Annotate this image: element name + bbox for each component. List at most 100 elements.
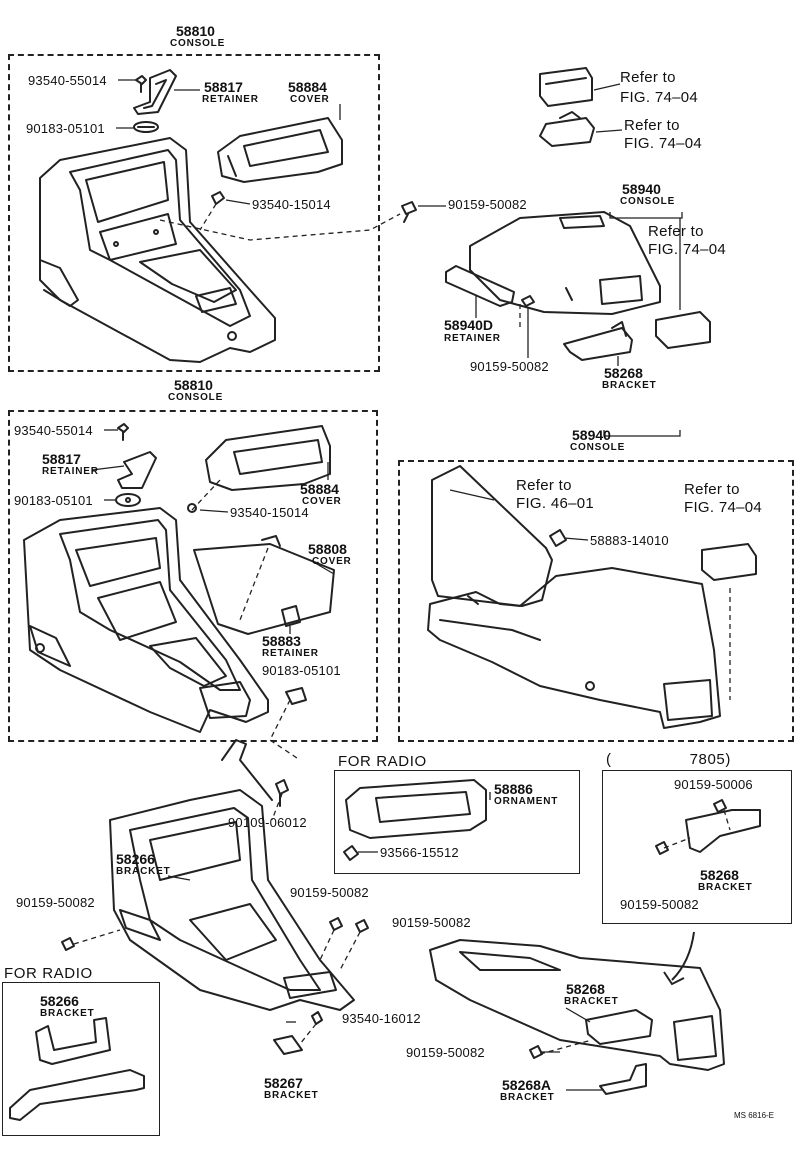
- refer-1-line1: Refer to: [620, 69, 676, 86]
- retainer-58817-mid-drawing: [117, 451, 157, 489]
- label-58266-name: BRACKET: [116, 866, 171, 877]
- label-90159-50082-c: 90159-50082: [620, 897, 699, 912]
- label-58884-name: COVER: [290, 94, 330, 105]
- screw-93566-15512-drawing: [343, 845, 359, 861]
- label-90109-06012: 90109-06012: [228, 815, 307, 830]
- label-m-58808-name: COVER: [312, 556, 352, 567]
- refer-3-line1: Refer to: [648, 223, 704, 240]
- bracket-58268-box-drawing: [685, 809, 761, 853]
- label-m-93540-55014: 93540-55014: [14, 423, 93, 438]
- label-58268A-name: BRACKET: [500, 1092, 555, 1103]
- label-58940D-name: RETAINER: [444, 333, 501, 344]
- label-93540-15014: 93540-15014: [252, 197, 331, 212]
- label-m-58817-name: RETAINER: [42, 466, 99, 477]
- bracket-58268-bottom-drawing: [585, 1009, 653, 1045]
- refer-74-line1: Refer to: [684, 481, 740, 498]
- bracket-58267-drawing: [273, 1035, 303, 1055]
- refer-part-4-drawing: [701, 543, 757, 581]
- label-m-93540-15014: 93540-15014: [230, 505, 309, 520]
- top-console-part-number: 58810: [176, 23, 215, 39]
- label-90159-50082-g: 90159-50082: [406, 1045, 485, 1060]
- label-93540-16012: 93540-16012: [342, 1011, 421, 1026]
- refer-74-line2: FIG. 74–04: [684, 499, 763, 516]
- screw-90159-50082-box: [655, 841, 669, 855]
- for-radio-heading-2: FOR RADIO: [4, 965, 93, 982]
- label-90159-50082-d: 90159-50082: [16, 895, 95, 910]
- cover-58884-top-drawing: [217, 117, 343, 183]
- refer-46-line1: Refer to: [516, 477, 572, 494]
- label-93566-15512: 93566-15512: [380, 845, 459, 860]
- label-m-58884-pn: 58884: [300, 481, 339, 497]
- label-58268-name-a: BRACKET: [602, 380, 657, 391]
- bracket-58268A-drawing: [599, 1063, 647, 1095]
- console-bottom-left-drawing: [109, 739, 355, 1011]
- screw-90159-50006-drawing: [713, 799, 727, 813]
- label-58266-pn: 58266: [116, 851, 155, 867]
- for-radio-bracket-box: [2, 982, 160, 1136]
- footer-code: MS 6816-E: [734, 1111, 775, 1120]
- screw-90159-50082-mid: [521, 295, 535, 307]
- retainer-58883-mid-drawing: [281, 605, 301, 627]
- label-58267-pn: 58267: [264, 1075, 303, 1091]
- range-heading: ( 7805): [606, 751, 731, 768]
- clip-58883-14010-drawing: [549, 529, 567, 547]
- label-m-90183-05101-b: 90183-05101: [262, 663, 341, 678]
- label-58268-name-box: BRACKET: [698, 882, 753, 893]
- ornament-58886-drawing: [345, 779, 487, 839]
- console-58810-top-drawing: [39, 137, 276, 363]
- label-58268A-pn: 58268A: [502, 1077, 552, 1093]
- screw-93540-55014-top: [135, 75, 147, 93]
- label-90159-50082-b: 90159-50082: [470, 359, 549, 374]
- retainer-58940D-drawing: [445, 265, 515, 307]
- label-90159-50006: 90159-50006: [674, 777, 753, 792]
- label-m-90183-05101: 90183-05101: [14, 493, 93, 508]
- label-58267-name: BRACKET: [264, 1090, 319, 1101]
- label-58268-pn-b: 58268: [566, 981, 605, 997]
- label-90159-50082-e: 90159-50082: [290, 885, 369, 900]
- label-m-58817-pn: 58817: [42, 451, 81, 467]
- label-58266-name-b: BRACKET: [40, 1008, 95, 1019]
- cover-58884-mid-drawing: [205, 425, 331, 491]
- screw-93540-15014-mid: [187, 503, 197, 513]
- mid-left-group-box: [8, 410, 378, 742]
- screw-90109-06012-drawing: [275, 779, 289, 807]
- refer-3-line2: FIG. 74–04: [648, 241, 727, 258]
- console-58810-mid-drawing: [23, 507, 269, 733]
- bracket-58268-top-drawing: [563, 321, 633, 361]
- label-90159-50082-a: 90159-50082: [448, 197, 527, 212]
- label-58268-name-b: BRACKET: [564, 996, 619, 1007]
- refer-2-line1: Refer to: [624, 117, 680, 134]
- label-58817-pn: 58817: [204, 79, 243, 95]
- console-58940-mid-drawing: [427, 465, 721, 729]
- refer-part-3-drawing: [655, 311, 711, 349]
- label-58883-14010: 58883-14010: [590, 533, 669, 548]
- screw-90159-50082-d: [329, 917, 343, 931]
- label-90159-50082-f: 90159-50082: [392, 915, 471, 930]
- refer-1-line2: FIG. 74–04: [620, 89, 699, 106]
- retainer-58817-top-drawing: [133, 69, 177, 115]
- label-58268-pn-box: 58268: [700, 867, 739, 883]
- refer-46-line2: FIG. 46–01: [516, 495, 595, 512]
- label-m-58883-name: RETAINER: [262, 648, 319, 659]
- refer-2-line2: FIG. 74–04: [624, 135, 703, 152]
- refer-part-2-drawing: [539, 111, 595, 147]
- mid-right-group-box: [398, 460, 794, 742]
- for-radio-ornament-box: [334, 770, 580, 874]
- screw-93540-15014-top: [211, 191, 225, 205]
- mid-console-part-number: 58810: [174, 377, 213, 393]
- console-58940-top-pn: 58940: [622, 181, 661, 197]
- label-58886-pn: 58886: [494, 781, 533, 797]
- clip-90183-05101-top: [133, 121, 159, 133]
- label-m-58884-name: COVER: [302, 496, 342, 507]
- console-bottom-right-drawing: [429, 939, 725, 1071]
- bracket-58266-radio-drawing: [9, 1017, 145, 1121]
- top-console-name: CONSOLE: [170, 38, 226, 49]
- for-radio-heading-1: FOR RADIO: [338, 753, 427, 770]
- screw-90159-50082-e: [355, 919, 369, 933]
- screw-93540-16012-drawing: [311, 1011, 323, 1025]
- screw-90159-50082-left: [61, 937, 75, 951]
- label-58268-pn-a: 58268: [604, 365, 643, 381]
- top-left-group-box: [8, 54, 380, 372]
- console-58940-top-name: CONSOLE: [620, 196, 676, 207]
